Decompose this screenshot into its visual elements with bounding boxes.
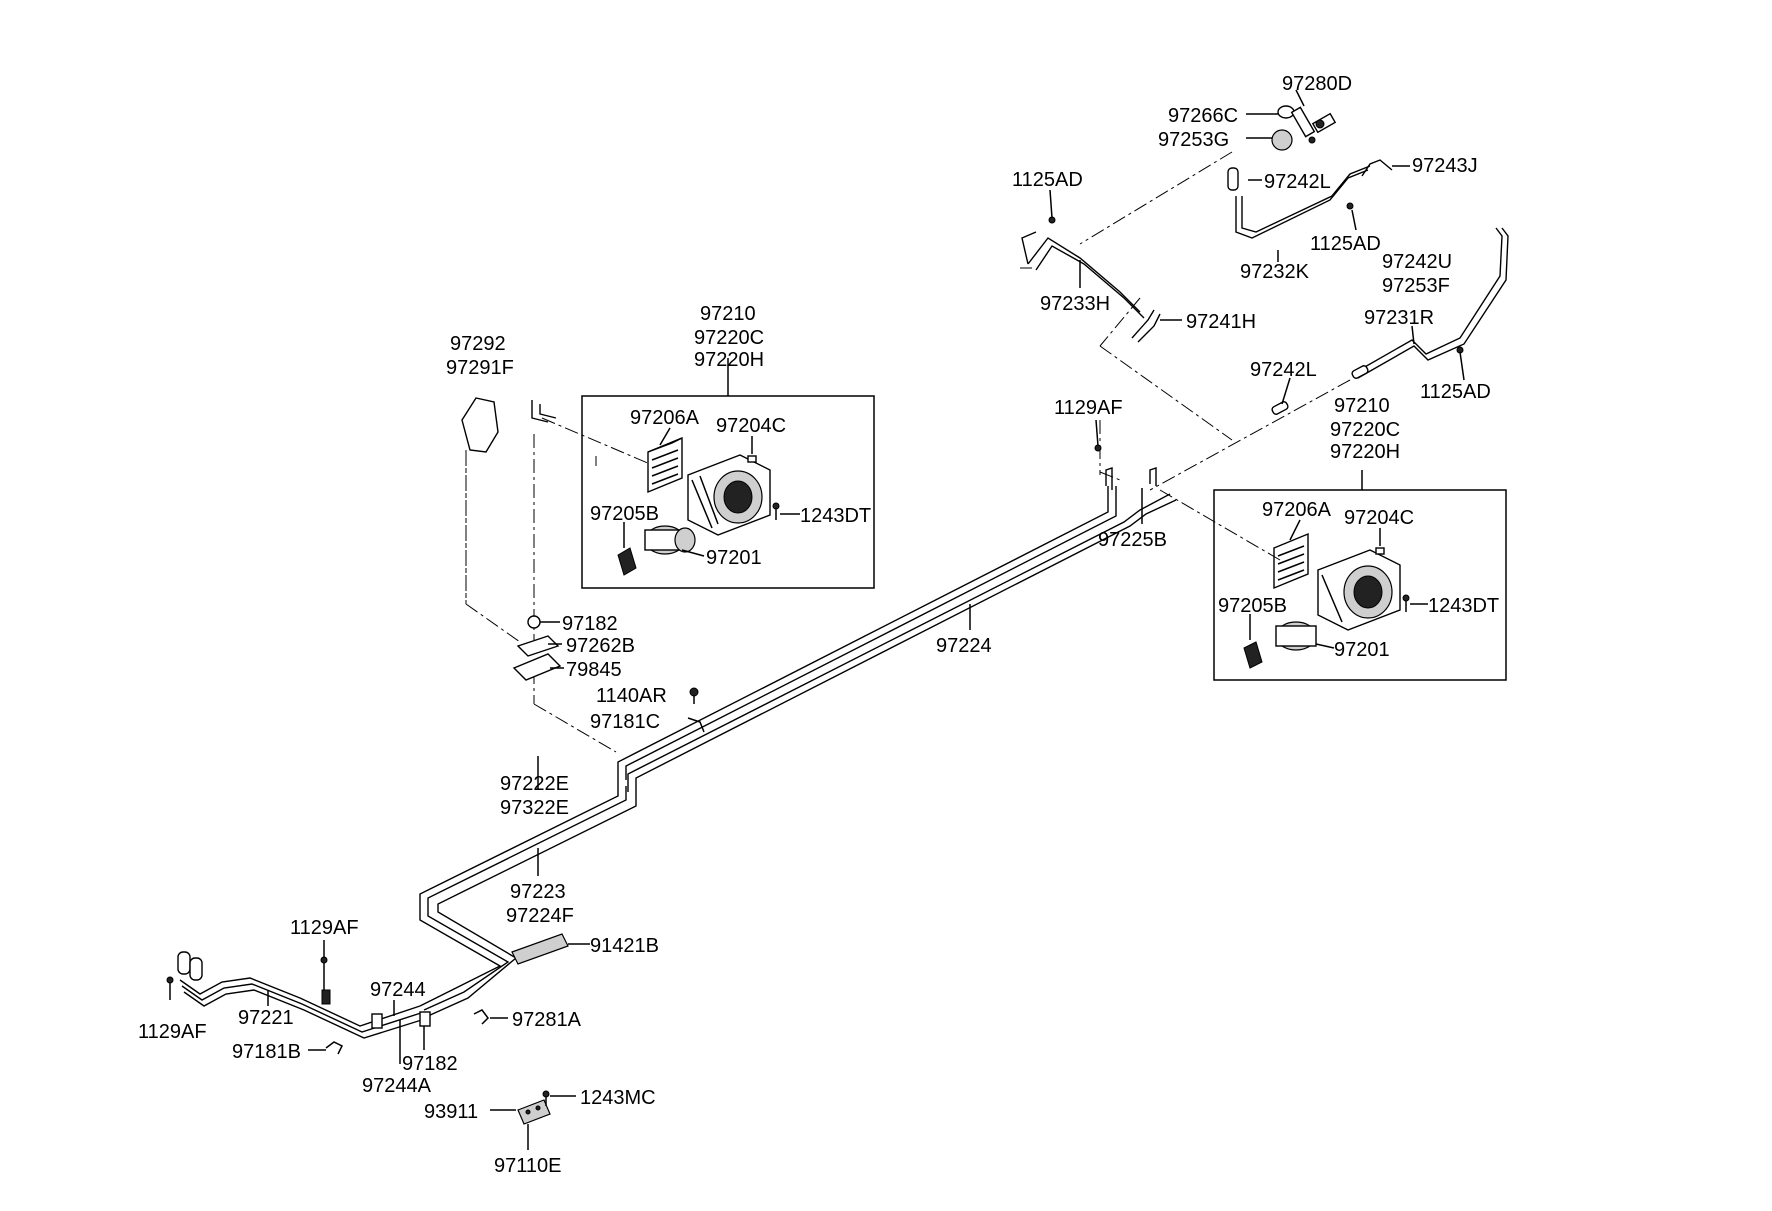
label-97201: 97201 — [706, 547, 762, 569]
lower-parts — [166, 933, 590, 1150]
label-1243DT: 1243DT — [1428, 595, 1499, 617]
valve-icon — [1271, 105, 1337, 151]
label-97205B: 97205B — [590, 503, 659, 525]
label-97181C: 97181C — [590, 711, 660, 733]
clip-icon — [1375, 547, 1385, 555]
label-1129AF: 1129AF — [138, 1021, 207, 1043]
label-91421B: 91421B — [590, 935, 659, 957]
heater-core-icon — [1273, 532, 1309, 590]
label-97220H: 97220H — [1330, 441, 1400, 463]
label-97280D: 97280D — [1282, 73, 1352, 95]
label-1125AD: 1125AD — [1420, 381, 1491, 403]
label-97242L: 97242L — [1250, 359, 1317, 381]
rear-heater-unit — [1213, 470, 1507, 681]
label-97322E: 97322E — [500, 797, 569, 819]
label-79845: 79845 — [566, 659, 622, 681]
label-1125AD: 1125AD — [1012, 169, 1083, 191]
connector-icon — [189, 957, 203, 981]
label-97206A: 97206A — [630, 407, 700, 429]
label-1129AF: 1129AF — [1054, 397, 1123, 419]
blower-housing-icon — [1317, 549, 1401, 631]
label-97243J: 97243J — [1412, 155, 1478, 177]
left-brackets — [461, 397, 705, 733]
label-97244A: 97244A — [362, 1075, 432, 1097]
label-1140AR: 1140AR — [596, 685, 667, 707]
label-97181B: 97181B — [232, 1041, 301, 1063]
label-97210: 97210 — [700, 303, 756, 325]
front-heater-unit — [581, 358, 875, 589]
label-97291F: 97291F — [446, 357, 514, 379]
label-97281A: 97281A — [512, 1009, 582, 1031]
label-97210: 97210 — [1334, 395, 1390, 417]
leader-lines — [267, 89, 1465, 1064]
label-97182: 97182 — [562, 613, 618, 635]
label-97220C: 97220C — [694, 327, 764, 349]
label-97233H: 97233H — [1040, 293, 1110, 315]
label-97222E: 97222E — [500, 773, 569, 795]
label-97224: 97224 — [936, 635, 992, 657]
label-97262B: 97262B — [566, 635, 635, 657]
blower-motor-icon — [1243, 621, 1317, 669]
connector-icon — [177, 951, 191, 975]
label-97221: 97221 — [238, 1007, 294, 1029]
label-97220C: 97220C — [1330, 419, 1400, 441]
blower-motor-icon — [617, 525, 696, 576]
rear-heater-frame — [1213, 489, 1507, 681]
label-97110E: 97110E — [494, 1155, 561, 1177]
blower-housing-icon — [687, 454, 771, 536]
label-97253F: 97253F — [1382, 275, 1450, 297]
label-97205B: 97205B — [1218, 595, 1287, 617]
connector-block-icon — [517, 1099, 551, 1125]
label-97231R: 97231R — [1364, 307, 1434, 329]
label-1129AF: 1129AF — [290, 917, 359, 939]
label-97266C: 97266C — [1168, 105, 1238, 127]
label-97206A: 97206A — [1262, 499, 1332, 521]
label-97244: 97244 — [370, 979, 426, 1001]
label-1243DT: 1243DT — [800, 505, 871, 527]
label-97292: 97292 — [450, 333, 506, 355]
label-97224F: 97224F — [506, 905, 574, 927]
label-97242U: 97242U — [1382, 251, 1452, 273]
label-97232K: 97232K — [1240, 261, 1310, 283]
clip-icon — [747, 455, 757, 463]
label-97253G: 97253G — [1158, 129, 1229, 151]
bracket-icon — [461, 397, 499, 453]
label-97225B: 97225B — [1098, 529, 1167, 551]
label-97242L: 97242L — [1264, 171, 1331, 193]
label-97220H: 97220H — [694, 349, 764, 371]
label-97204C: 97204C — [1344, 507, 1414, 529]
heater-core-icon — [647, 436, 683, 494]
label-1243MC: 1243MC — [580, 1087, 656, 1109]
clamp-icon — [321, 989, 331, 1005]
label-97182: 97182 — [402, 1053, 458, 1075]
main-pipe-run — [177, 486, 1177, 1039]
part-labels: 97280D 97266C 97253G 97243J 1125AD 97242… — [138, 73, 1499, 1177]
label-97201: 97201 — [1334, 639, 1390, 661]
upper-right-hoses — [1021, 105, 1509, 490]
label-97223: 97223 — [510, 881, 566, 903]
label-1125AD: 1125AD — [1310, 233, 1381, 255]
label-93911: 93911 — [424, 1101, 478, 1123]
clamp-icon — [371, 1013, 383, 1029]
clamp-icon — [419, 1011, 431, 1027]
label-97204C: 97204C — [716, 415, 786, 437]
pad-icon — [511, 933, 569, 965]
label-97241H: 97241H — [1186, 311, 1256, 333]
